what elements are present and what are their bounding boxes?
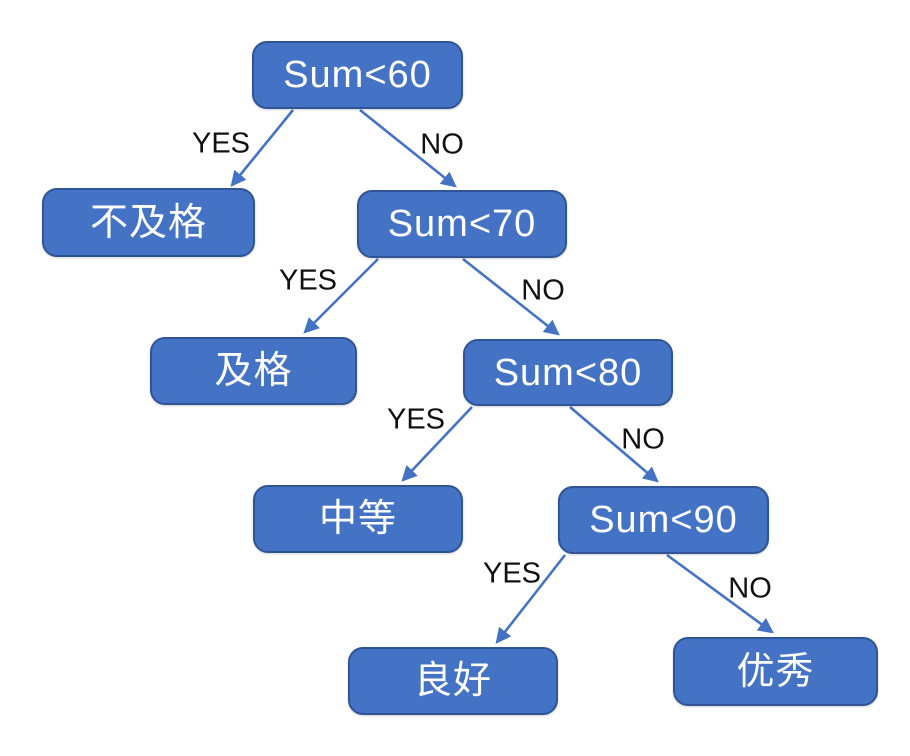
edge-arrow-sum60-yes	[230, 109, 295, 187]
node-sum90-label: Sum<90	[589, 499, 738, 541]
edge-arrow-sum90-no	[666, 553, 774, 634]
edge-arrow-sum60-no	[359, 108, 457, 188]
node-jige-label: 及格	[214, 350, 293, 392]
node-youxiu: 优秀	[673, 637, 878, 706]
edge-label-sum70-no: NO	[521, 274, 565, 307]
node-zhongdeng: 中等	[253, 485, 463, 553]
edge-arrow-sum80-no	[569, 406, 659, 483]
edge-label-sum60-yes: YES	[191, 127, 251, 160]
node-lianghao-label: 良好	[413, 660, 492, 702]
node-sum70: Sum<70	[357, 190, 567, 258]
edge-label-sum90-yes: YES	[482, 557, 542, 590]
node-sum70-label: Sum<70	[387, 203, 537, 245]
node-bujige: 不及格	[42, 188, 255, 257]
edge-arrow-sum80-yes	[401, 406, 473, 482]
edge-label-sum80-no: NO	[621, 423, 665, 456]
node-sum60-label: Sum<60	[283, 54, 432, 96]
edge-label-sum60-no: NO	[420, 128, 464, 161]
node-sum60: Sum<60	[252, 41, 463, 109]
node-sum90: Sum<90	[558, 486, 769, 554]
edge-arrow-sum70-no	[462, 257, 560, 336]
edge-arrow-sum70-yes	[303, 258, 379, 334]
node-bujige-label: 不及格	[89, 201, 207, 244]
node-zhongdeng-label: 中等	[318, 498, 397, 540]
node-lianghao: 良好	[348, 647, 558, 715]
edge-arrow-sum90-yes	[495, 554, 567, 644]
edge-label-sum90-no: NO	[728, 572, 772, 605]
node-sum80-label: Sum<80	[493, 351, 643, 394]
edge-label-sum80-yes: YES	[386, 403, 446, 436]
node-jige: 及格	[150, 337, 357, 405]
edge-label-sum70-yes: YES	[278, 264, 338, 297]
node-sum80: Sum<80	[463, 339, 673, 406]
node-youxiu-label: 优秀	[736, 650, 815, 693]
